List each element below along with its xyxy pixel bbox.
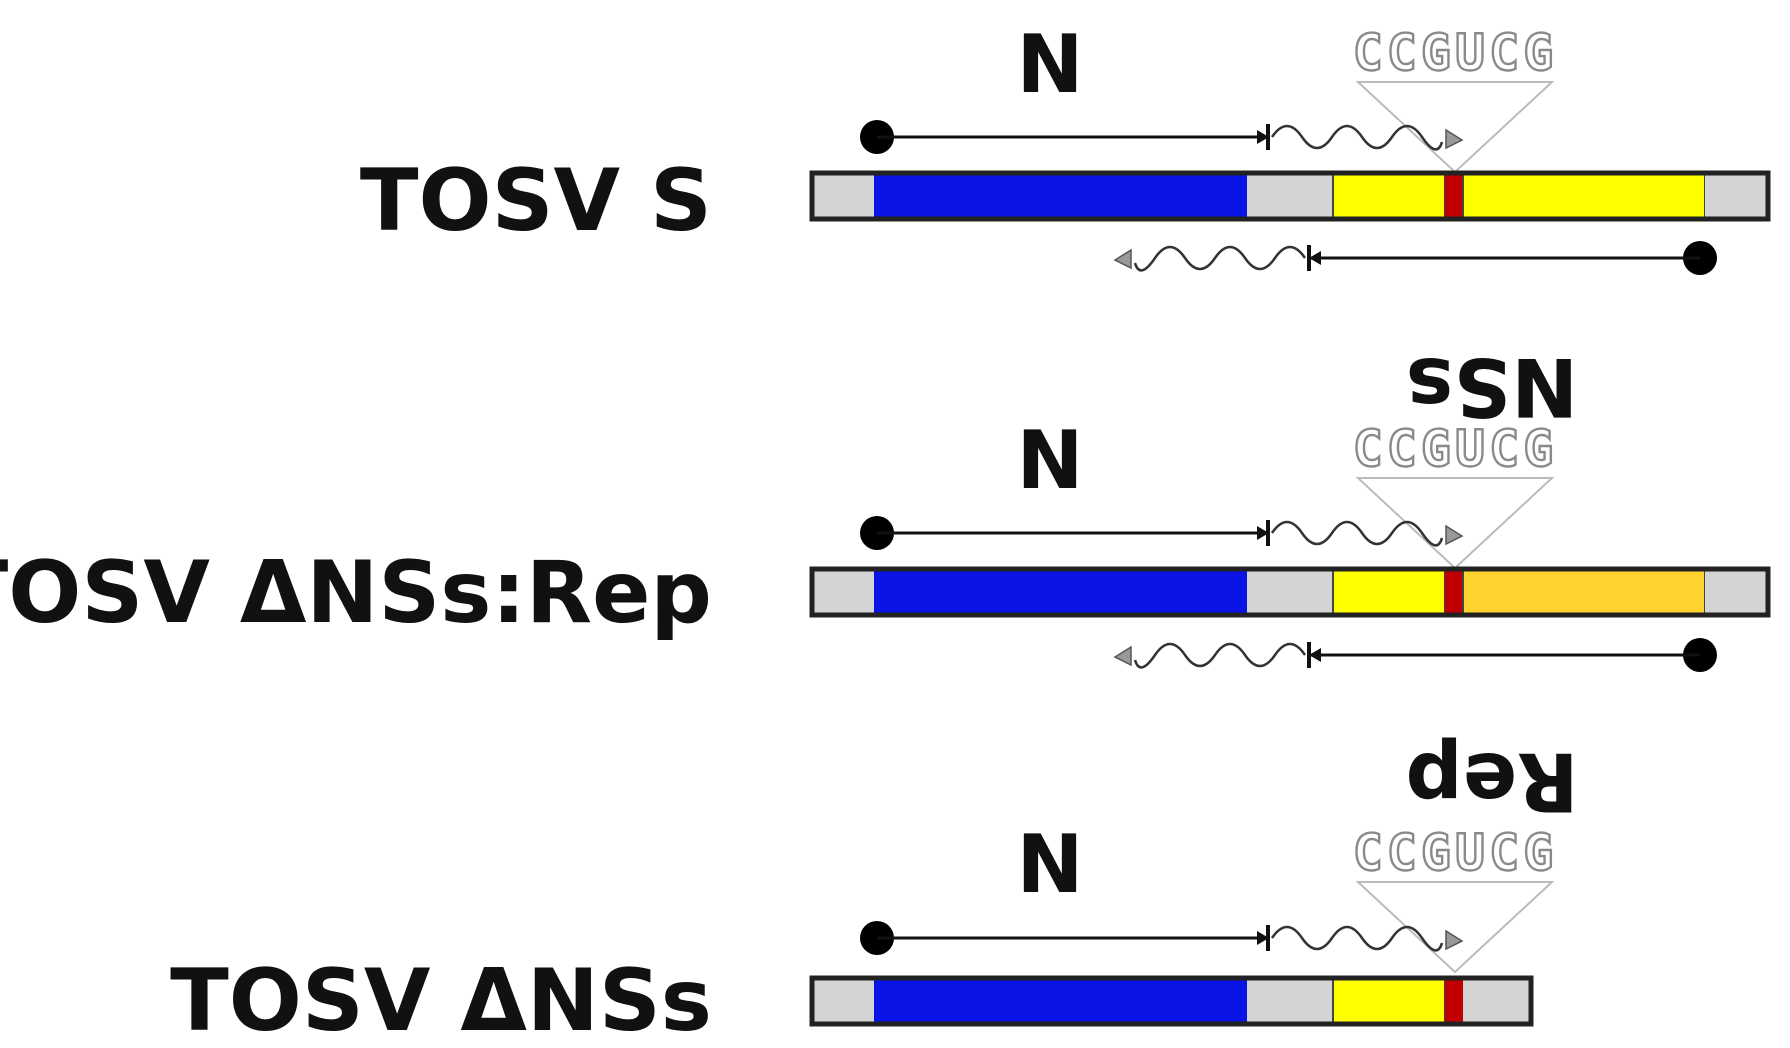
forward-orf-label: N	[1017, 818, 1084, 911]
forward-orf-label: N	[1017, 414, 1084, 507]
genome-bar	[809, 975, 1534, 1027]
insert-sequence-label: CCGUCG	[1353, 420, 1558, 478]
forward-orf-label: N	[1017, 18, 1084, 111]
reverse-orf-label: Rep	[1405, 735, 1578, 828]
construct-name: TOSV ΔNSs	[170, 951, 712, 1048]
forward-transcript-arrow	[860, 516, 1464, 550]
wavy-transcript-icon	[1270, 520, 1444, 547]
wavy-transcript-icon	[1133, 245, 1307, 272]
insert-callout-triangle	[1355, 881, 1555, 974]
insert-sequence-label: CCGUCG	[1353, 24, 1558, 82]
wavy-transcript-icon	[1270, 124, 1444, 151]
reverse-transcript-arrow	[1113, 241, 1717, 275]
insert-callout-triangle	[1355, 81, 1555, 174]
construct-tosv-dnss: TOSV ΔNSs N CCGUCG	[170, 818, 1558, 1048]
transcript-end-arrowhead-icon	[1445, 524, 1464, 546]
construct-name: TOSV S	[360, 151, 712, 251]
construct-tosv-dnss-rep: TOSV ΔNSs:Rep N CCGUCG Rep	[0, 414, 1771, 828]
transcript-end-arrowhead-icon	[1113, 645, 1132, 667]
insert-callout-triangle	[1355, 477, 1555, 570]
insert-sequence-label: CCGUCG	[1353, 824, 1558, 882]
forward-transcript-arrow	[860, 120, 1464, 154]
reverse-orf-label: NSs	[1406, 340, 1578, 433]
transcript-end-arrowhead-icon	[1113, 248, 1132, 270]
genome-bar	[809, 566, 1771, 618]
wavy-transcript-icon	[1270, 925, 1444, 952]
transcript-end-arrowhead-icon	[1445, 929, 1464, 951]
wavy-transcript-icon	[1133, 642, 1307, 669]
genome-bar	[809, 170, 1771, 222]
construct-name: TOSV ΔNSs:Rep	[0, 543, 712, 643]
construct-tosv-s: TOSV S N CCGUCG	[360, 18, 1771, 433]
forward-transcript-arrow	[860, 921, 1464, 955]
reverse-transcript-arrow	[1113, 638, 1717, 672]
transcript-end-arrowhead-icon	[1445, 128, 1464, 150]
